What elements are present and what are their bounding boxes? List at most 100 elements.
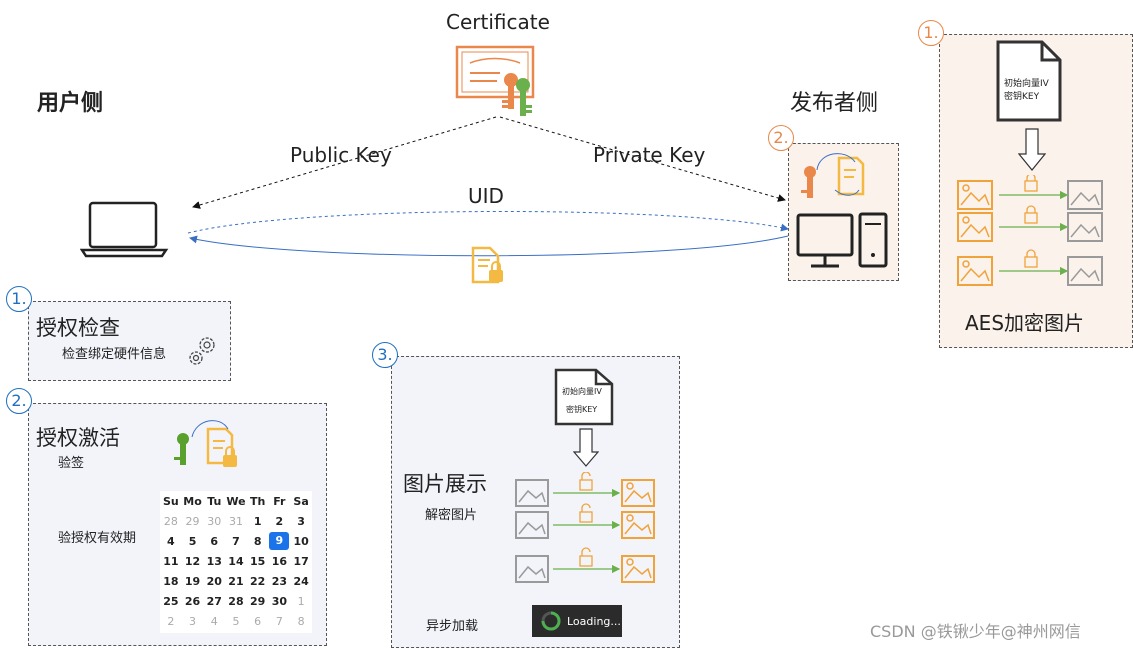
decrypt-row-2 bbox=[515, 503, 655, 539]
calendar-day[interactable]: 12 bbox=[184, 554, 201, 568]
key-doc-icon bbox=[801, 153, 865, 198]
uid-arrow bbox=[187, 210, 789, 234]
auth-activate-badge: 2. bbox=[6, 388, 32, 414]
calendar-day[interactable]: 29 bbox=[250, 594, 266, 608]
computer-icon bbox=[796, 212, 888, 268]
user-side-label: 用户侧 bbox=[37, 91, 104, 116]
calendar-weekday: Th bbox=[249, 494, 266, 508]
calendar-day[interactable]: 30 bbox=[271, 594, 288, 608]
watermark: CSDN @铁锹少年@神州网信 bbox=[870, 622, 1081, 641]
validity-label: 验授权有效期 bbox=[58, 531, 137, 546]
laptop-icon bbox=[80, 201, 169, 258]
aes-row-2 bbox=[957, 205, 1103, 242]
auth-check-badge: 1. bbox=[6, 286, 32, 312]
calendar-day[interactable]: 6 bbox=[254, 614, 262, 628]
aes-doc-line1: 初始向量IV bbox=[1004, 79, 1049, 89]
calendar-day[interactable]: 22 bbox=[250, 574, 266, 588]
down-arrow-icon-2 bbox=[573, 428, 599, 467]
spinner-icon bbox=[541, 611, 561, 631]
image-display-box bbox=[391, 356, 680, 648]
aes-doc-line2: 密钥KEY bbox=[1004, 92, 1040, 102]
license-return-arrow bbox=[189, 235, 789, 257]
calendar-day-selected[interactable]: 9 bbox=[269, 531, 291, 551]
calendar-day[interactable]: 1 bbox=[253, 514, 262, 528]
auth-check-title: 授权检查 bbox=[36, 316, 120, 340]
calendar-day[interactable]: 24 bbox=[293, 574, 309, 588]
display-doc-line1: 初始向量IV bbox=[562, 387, 602, 396]
key-document-icon-2 bbox=[554, 368, 614, 426]
calendar-day[interactable]: 2 bbox=[275, 514, 284, 528]
calendar-weekday: We bbox=[226, 494, 246, 508]
decrypt-image-rows bbox=[515, 472, 655, 583]
calendar-day[interactable]: 20 bbox=[206, 574, 222, 588]
calendar-day[interactable]: 29 bbox=[185, 514, 200, 528]
loading-text: Loading... bbox=[567, 614, 621, 628]
calendar-day[interactable]: 21 bbox=[228, 574, 244, 588]
calendar-table: Su Mo Tu We Th Fr Sa 28 29 30 31 1 2 3 4… bbox=[160, 491, 312, 631]
public-key-label: Public Key bbox=[290, 143, 392, 167]
aes-badge: 1. bbox=[918, 20, 944, 46]
calendar-day[interactable]: 16 bbox=[271, 554, 288, 568]
calendar-day[interactable]: 28 bbox=[228, 594, 244, 608]
auth-activate-title: 授权激活 bbox=[36, 426, 120, 450]
calendar-day[interactable]: 26 bbox=[184, 594, 201, 608]
calendar-day[interactable]: 25 bbox=[163, 594, 179, 608]
calendar-day[interactable]: 1 bbox=[297, 594, 305, 608]
image-display-badge: 3. bbox=[372, 342, 398, 368]
calendar-weekday: Tu bbox=[207, 494, 222, 508]
calendar-day[interactable]: 3 bbox=[297, 514, 305, 528]
license-lock-icon bbox=[471, 246, 503, 284]
image-display-title: 图片展示 bbox=[403, 472, 487, 496]
calendar-day[interactable]: 6 bbox=[210, 534, 219, 548]
public-key-arrow bbox=[192, 116, 497, 209]
auth-check-box bbox=[28, 301, 231, 381]
aes-title: AES加密图片 bbox=[965, 311, 1085, 335]
calendar-day[interactable]: 5 bbox=[232, 614, 240, 628]
calendar-day[interactable]: 28 bbox=[163, 514, 178, 528]
aes-row-3 bbox=[957, 249, 1103, 286]
calendar-day[interactable]: 11 bbox=[163, 554, 179, 568]
private-key-arrow bbox=[499, 116, 786, 202]
calendar-day[interactable]: 4 bbox=[210, 614, 218, 628]
calendar-day[interactable]: 2 bbox=[167, 614, 175, 628]
calendar-day[interactable]: 7 bbox=[275, 614, 283, 628]
calendar-day[interactable]: 13 bbox=[206, 554, 222, 568]
decrypt-label: 解密图片 bbox=[425, 508, 478, 523]
calendar-day[interactable]: 8 bbox=[253, 534, 262, 548]
calendar-day[interactable]: 23 bbox=[271, 574, 288, 588]
calendar-day[interactable]: 4 bbox=[167, 534, 175, 548]
calendar-day[interactable]: 14 bbox=[228, 554, 244, 568]
auth-check-subtitle: 检查绑定硬件信息 bbox=[62, 347, 167, 362]
calendar-day[interactable]: 30 bbox=[207, 514, 222, 528]
calendar-day[interactable]: 19 bbox=[184, 574, 201, 588]
calendar-day[interactable]: 27 bbox=[206, 594, 222, 608]
key-license-icon bbox=[174, 420, 237, 467]
calendar-day[interactable]: 15 bbox=[250, 554, 266, 568]
calendar-day[interactable]: 18 bbox=[163, 574, 179, 588]
certificate-label: Certificate bbox=[446, 10, 550, 34]
private-key-label: Private Key bbox=[593, 143, 706, 167]
calendar-day[interactable]: 7 bbox=[232, 534, 240, 548]
aes-row-1 bbox=[957, 175, 1103, 210]
calendar-day[interactable]: 10 bbox=[293, 534, 309, 548]
calendar-weekday: Fr bbox=[273, 494, 286, 508]
certificate-icon bbox=[455, 45, 535, 116]
gears-icon bbox=[189, 337, 215, 365]
publisher-badge: 2. bbox=[768, 125, 794, 151]
calendar-day[interactable]: 17 bbox=[293, 554, 309, 568]
selected-day-label: 9 bbox=[269, 532, 290, 550]
sign-verify-label: 验签 bbox=[58, 456, 85, 471]
calendar-widget: Su Mo Tu We Th Fr Sa 28 29 30 31 1 2 3 4… bbox=[160, 491, 312, 633]
calendar-day[interactable]: 5 bbox=[188, 534, 197, 548]
async-load-label: 异步加载 bbox=[426, 619, 479, 634]
publisher-box bbox=[788, 143, 899, 281]
publisher-side-label: 发布者侧 bbox=[790, 91, 879, 116]
calendar-day[interactable]: 3 bbox=[189, 614, 197, 628]
calendar-day[interactable]: 31 bbox=[228, 514, 243, 528]
aes-image-rows bbox=[957, 175, 1103, 286]
decrypt-row-3 bbox=[515, 547, 655, 583]
calendar-day[interactable]: 8 bbox=[297, 614, 305, 628]
calendar-weekday: Mo bbox=[183, 494, 202, 508]
display-doc-line2: 密钥KEY bbox=[566, 405, 598, 414]
